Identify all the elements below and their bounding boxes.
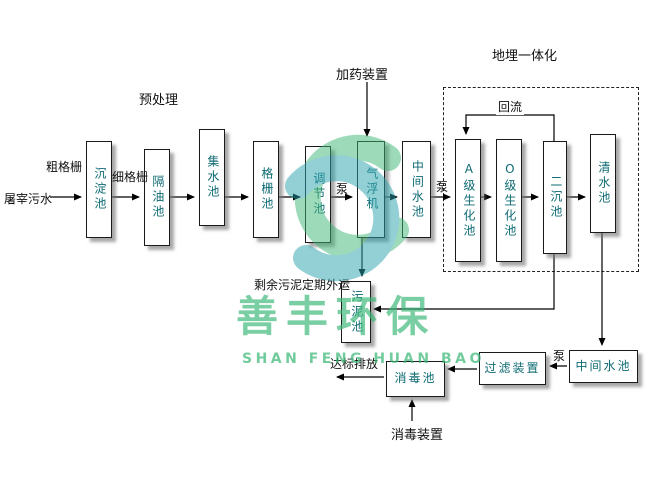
coarse-screen-label: 粗格栅 bbox=[46, 160, 83, 174]
disinfection-device-label: 消毒装置 bbox=[391, 428, 444, 443]
pretreatment-label: 预处理 bbox=[139, 93, 179, 108]
tank-air-flotation: 气浮机 bbox=[357, 141, 385, 238]
tank-intermediate-2: 中间水池 bbox=[569, 350, 638, 383]
reflux-label: 回流 bbox=[496, 98, 525, 115]
tank-o-bio: O级生化池 bbox=[496, 139, 522, 262]
discharge-label: 达标排放 bbox=[330, 357, 379, 371]
tank-oil-separator: 隔油池 bbox=[144, 149, 170, 246]
tank-a-bio: A级生化池 bbox=[455, 139, 481, 262]
tank-equalization: 调节池 bbox=[305, 146, 331, 243]
sludge-note-label: 剩余污泥定期外运 bbox=[254, 278, 351, 292]
tank-intermediate-1: 中间水池 bbox=[402, 141, 431, 238]
underground-integration-region bbox=[443, 87, 639, 272]
tank-sludge: 污泥池 bbox=[341, 281, 371, 343]
tank-filter-device: 过滤装置 bbox=[479, 352, 546, 385]
pump-label-2: 泵 bbox=[436, 180, 449, 194]
source-label: 屠宰污水 bbox=[4, 192, 53, 206]
tank-collection: 集水池 bbox=[199, 129, 225, 226]
tank-sedimentation: 沉淀池 bbox=[86, 141, 112, 238]
pump-label-3: 泵 bbox=[553, 349, 566, 363]
tank-disinfection: 消毒池 bbox=[386, 361, 445, 397]
tank-secondary-clarifier: 二沉池 bbox=[543, 141, 567, 254]
pump-label-1: 泵 bbox=[336, 182, 349, 196]
underground-integration-label: 地埋一体化 bbox=[492, 49, 558, 64]
fine-screen-label: 细格栅 bbox=[112, 170, 149, 184]
tank-clear-water: 清水池 bbox=[590, 134, 616, 233]
tank-bar-screen: 格栅池 bbox=[253, 141, 279, 238]
dosing-device-label: 加药装置 bbox=[336, 68, 389, 83]
